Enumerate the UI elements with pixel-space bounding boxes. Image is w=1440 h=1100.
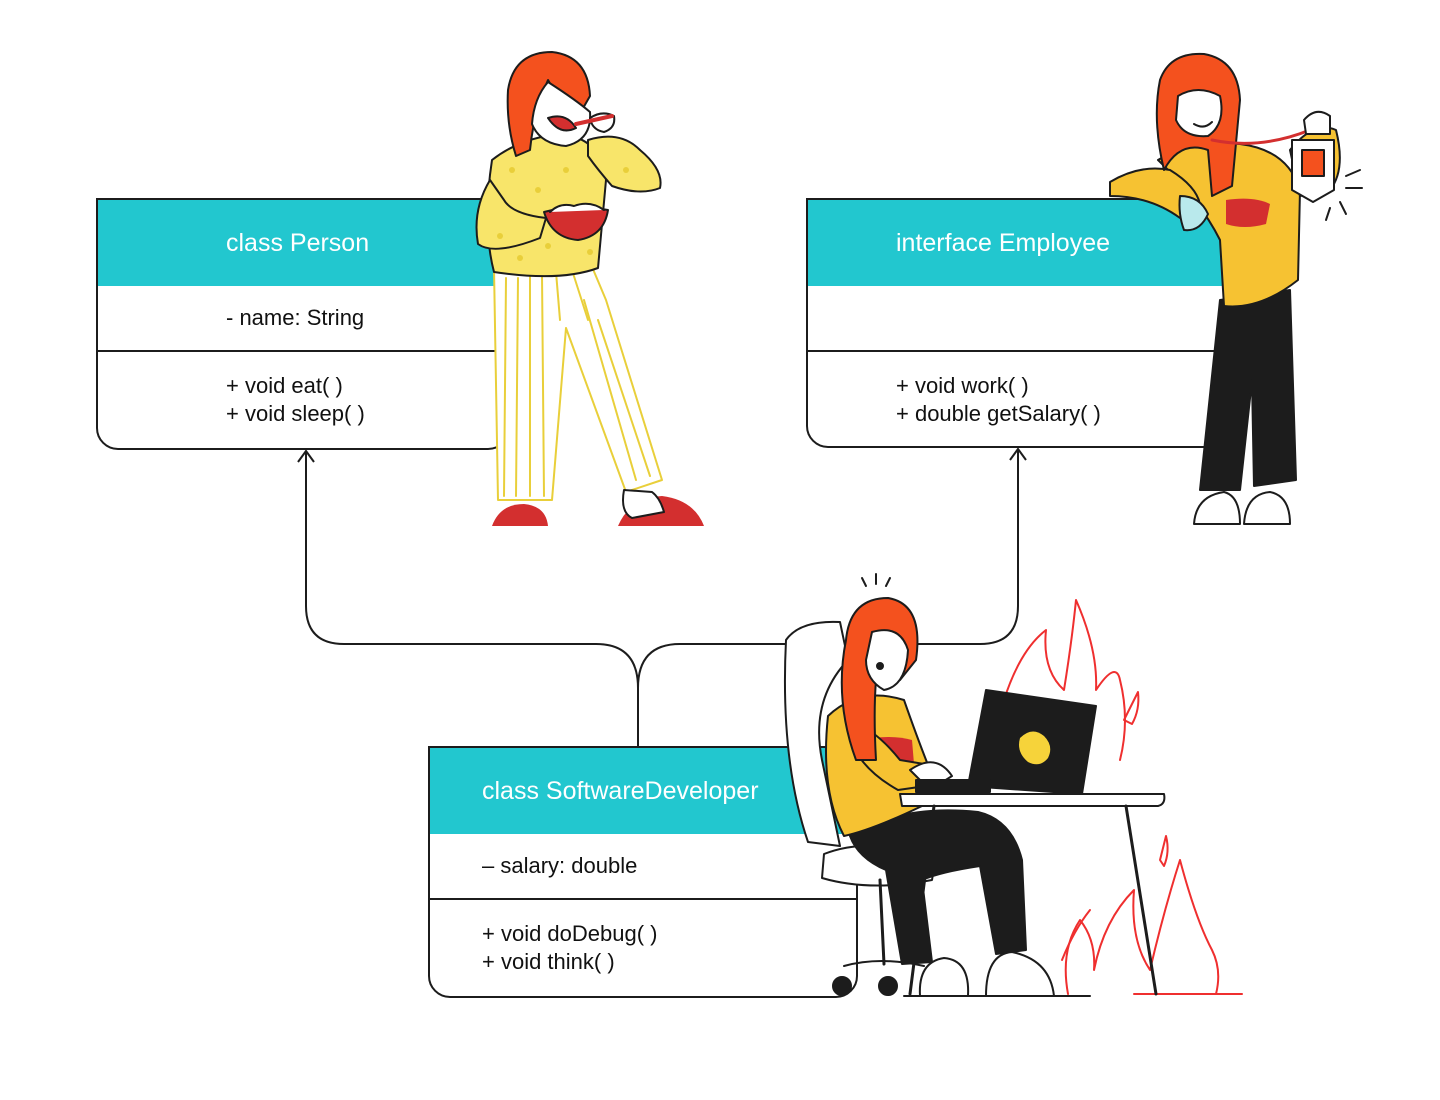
method-do-debug: + void doDebug( ) (482, 921, 658, 946)
class-person-title: class Person (98, 200, 508, 286)
method-work: + void work( ) (896, 373, 1029, 398)
class-software-developer-title: class SoftwareDeveloper (430, 748, 856, 834)
class-software-developer-attributes: – salary: double (430, 834, 856, 900)
class-person-attributes: - name: String (98, 286, 508, 352)
interface-employee-attributes (808, 286, 1224, 352)
method-eat: + void eat( ) (226, 373, 343, 398)
interface-employee-methods: + void work( ) + double getSalary( ) (808, 352, 1224, 428)
implements-line-employee (637, 450, 1019, 689)
class-person-methods: + void eat( ) + void sleep( ) (98, 352, 508, 428)
class-software-developer-methods: + void doDebug( ) + void think( ) (430, 900, 856, 976)
method-sleep: + void sleep( ) (226, 401, 365, 426)
class-software-developer-box: class SoftwareDeveloper – salary: double… (428, 746, 858, 998)
interface-employee-box: interface Employee + void work( ) + doub… (806, 198, 1226, 448)
interface-employee-title: interface Employee (808, 200, 1224, 286)
attribute-name: - name: String (226, 305, 365, 330)
method-think: + void think( ) (482, 949, 615, 974)
inheritance-line-person (305, 452, 639, 746)
class-person-box: class Person - name: String + void eat( … (96, 198, 510, 450)
attribute-salary: – salary: double (482, 853, 638, 878)
method-get-salary: + double getSalary( ) (896, 401, 1101, 426)
arrowhead-employee (1009, 447, 1027, 461)
arrowhead-person (297, 449, 315, 463)
